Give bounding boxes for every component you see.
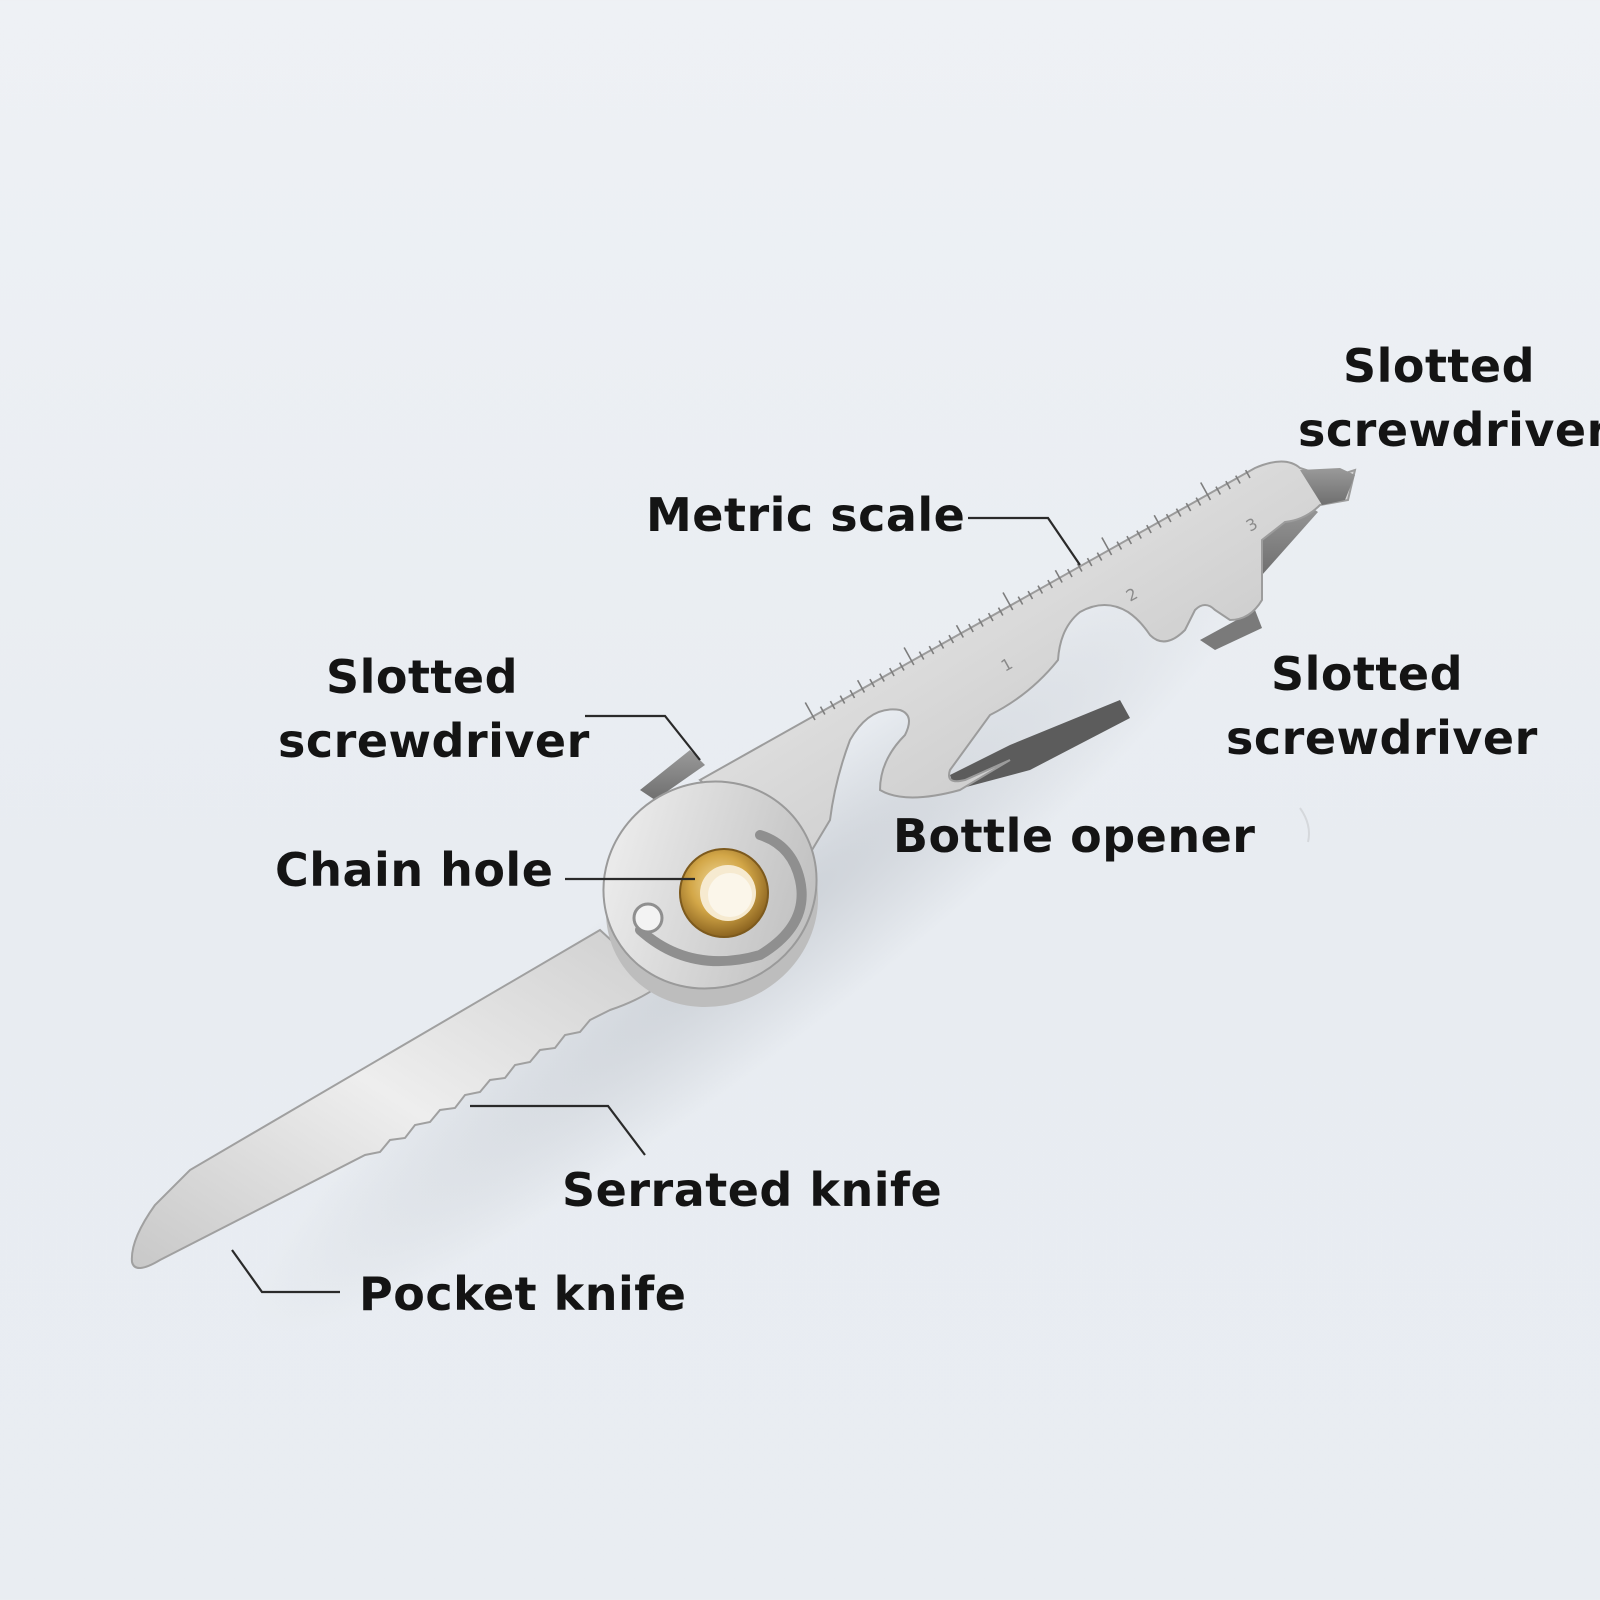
ruler-tick [1017, 596, 1024, 605]
label-pocket-knife: Pocket knife [359, 1262, 686, 1326]
label-left-screwdriver-line2: screwdriver [278, 714, 590, 768]
label-bottle-opener-text: Bottle opener [893, 809, 1256, 863]
ruler-tick [889, 667, 895, 677]
ruler-tick [1101, 537, 1113, 556]
ruler-body [698, 460, 1357, 872]
ruler-tick [1054, 569, 1063, 583]
ruler-tick [856, 679, 866, 693]
ruler-tick [938, 640, 945, 649]
ruler-tick [1244, 469, 1251, 479]
ruler-tick [1175, 508, 1182, 517]
ruler-tick [1195, 497, 1202, 506]
label-left-screwdriver-line1: Slotted [325, 650, 519, 704]
label-chain-hole-text: Chain hole [275, 843, 554, 897]
ruler-tick [829, 700, 836, 710]
leader-left-screwdriver [585, 714, 701, 761]
ruler-tick [898, 662, 905, 671]
ruler-tick [997, 607, 1004, 616]
ruler-tick [839, 695, 846, 704]
ruler-tick [968, 623, 974, 633]
label-bottle-opener: Bottle opener [893, 804, 1255, 868]
label-metric-scale: Metric scale [646, 483, 965, 547]
ruler-tick [987, 612, 994, 622]
ruler-tick [1146, 524, 1152, 534]
ruler-tick [1153, 514, 1162, 528]
label-tip-screwdriver-line1: Slotted [1342, 339, 1536, 393]
ruler-tick [1096, 552, 1103, 561]
leader-metric-scale [968, 516, 1081, 566]
ruler-tick [903, 647, 915, 666]
ruler-tick [1047, 579, 1053, 589]
ruler-tick [1116, 541, 1123, 550]
ruler-tick [1165, 513, 1172, 523]
ruler-tick [1225, 480, 1231, 490]
tip-screwdriver-blade [1300, 468, 1355, 505]
ruler-tick [977, 618, 984, 627]
ruler-tick [869, 678, 876, 688]
label-left-screwdriver: Slotted screwdriver [278, 645, 590, 773]
ruler-tick [1066, 568, 1073, 578]
ruler-tick [1086, 557, 1093, 567]
ruler-tick [1027, 590, 1034, 600]
ruler-tick [1200, 482, 1212, 501]
ruler-tick [948, 634, 955, 644]
ruler-ticks [804, 469, 1251, 721]
ruler-tick [849, 689, 856, 699]
ruler-tick [955, 624, 964, 638]
leader-pocket-knife [231, 1249, 340, 1294]
leader-serrated-knife [470, 1104, 646, 1156]
pocket-knife-blade [130, 928, 662, 1269]
ruler-tick [1235, 475, 1241, 484]
ruler-tick [804, 702, 816, 721]
label-tip-screwdriver: Slotted screwdriver [1298, 334, 1600, 462]
label-serrated-knife: Serrated knife [562, 1158, 942, 1222]
label-tip-screwdriver-line2: screwdriver [1298, 403, 1600, 457]
chain-hole-eyelet [679, 848, 769, 938]
label-chain-hole: Chain hole [275, 838, 553, 902]
ruler-tick [879, 673, 885, 682]
ruler-tick [928, 645, 935, 655]
label-side-screwdriver-line1: Slotted [1270, 647, 1464, 701]
label-pocket-knife-text: Pocket knife [359, 1267, 687, 1321]
label-side-screwdriver: Slotted screwdriver [1226, 642, 1538, 770]
ruler-tick [1002, 592, 1014, 611]
leader-lines [231, 516, 1081, 1294]
ruler-tick [1136, 530, 1142, 539]
label-metric-scale-text: Metric scale [646, 488, 966, 542]
ruler-tick [1185, 502, 1192, 512]
label-side-screwdriver-line2: screwdriver [1226, 711, 1538, 765]
background-highlight [1299, 807, 1310, 843]
ruler-tick [1037, 585, 1044, 594]
ruler-tick [918, 651, 925, 660]
ruler-tick [1215, 486, 1222, 495]
label-serrated-knife-text: Serrated knife [562, 1163, 943, 1217]
ruler-tick [819, 706, 826, 715]
ruler-tick [1126, 535, 1133, 545]
ruler-tick [1076, 563, 1083, 572]
